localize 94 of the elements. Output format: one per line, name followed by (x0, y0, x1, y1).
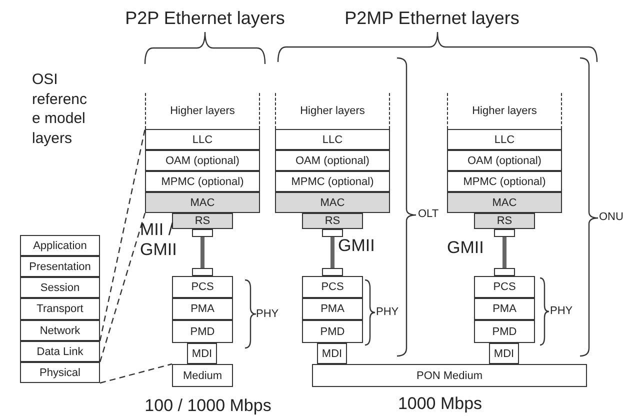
layer-label: RS (496, 215, 512, 227)
layer-box (447, 171, 562, 192)
layer-label: MDI (494, 348, 514, 360)
layer-box (145, 150, 260, 171)
layer-box (275, 129, 390, 150)
layer-label: Transport (36, 303, 84, 315)
layer-label: OAM (optional) (296, 154, 370, 166)
speed-label: 100 / 1000 Mbps (144, 396, 272, 416)
layer-box (302, 213, 363, 229)
brace-label: PHY (256, 308, 279, 320)
layer-label: MPMC (optional) (463, 176, 546, 188)
layer-box (302, 320, 363, 343)
dashed-line (99, 212, 146, 362)
layer-label: MAC (492, 196, 517, 208)
layer-box (447, 192, 562, 213)
layer-label: Higher layers (300, 105, 365, 117)
layer-label: LLC (494, 134, 515, 146)
layer-label: PMA (190, 303, 214, 315)
layer-label: Medium (182, 370, 222, 382)
layer-box (172, 320, 233, 343)
model-caption: OSI reference model layers (32, 70, 88, 148)
layer-box (275, 192, 390, 213)
layer-label: Data Link (36, 346, 84, 358)
interface-label: GMII (338, 236, 375, 256)
brace-label: PHY (376, 306, 399, 318)
layer-box (302, 298, 363, 320)
layer-label: PCS (321, 281, 344, 293)
layer-box (172, 298, 233, 320)
group-title: P2P Ethernet layers (125, 8, 285, 29)
brace-label: PHY (550, 305, 573, 317)
interface-connector (192, 229, 213, 276)
layer-label: PON Medium (416, 370, 483, 382)
layer-box (187, 343, 217, 364)
brace-label: ONU (599, 211, 624, 223)
layer-label: PCS (191, 281, 214, 293)
layer-box (489, 343, 519, 364)
osi-layer-box (20, 256, 100, 277)
interface-connector (494, 229, 515, 276)
osi-layer-box (20, 277, 100, 298)
layer-box (474, 213, 535, 229)
layer-box (317, 343, 347, 364)
layer-box (312, 364, 587, 387)
layer-label: OAM (optional) (468, 154, 542, 166)
interface-label: MII / GMII (140, 220, 178, 260)
osi-layer-box (20, 362, 100, 383)
osi-layer-box (20, 298, 100, 320)
layer-label: MAC (320, 196, 345, 208)
layer-box (302, 276, 363, 298)
osi-layer-box (20, 235, 100, 256)
layer-label: PMD (190, 326, 215, 338)
interface-connector (322, 229, 343, 276)
layer-label: PCS (493, 281, 516, 293)
layer-box (474, 276, 535, 298)
layer-box (474, 298, 535, 320)
layer-box (145, 192, 260, 213)
layer-label: PMD (320, 326, 345, 338)
layer-label: MDI (322, 348, 342, 360)
layer-label: Presentation (29, 260, 91, 272)
layer-label: Network (40, 324, 80, 336)
layer-box (172, 213, 233, 229)
dashed-line (99, 128, 146, 342)
layer-label: Session (40, 282, 80, 294)
layer-label: PMD (492, 326, 517, 338)
layer-box (172, 276, 233, 298)
layer-label: MPMC (optional) (161, 176, 244, 188)
layer-label: RS (324, 215, 340, 227)
layer-label: PMA (320, 303, 344, 315)
layer-box (172, 364, 233, 387)
layer-label: MPMC (optional) (291, 176, 374, 188)
osi-layer-box (20, 341, 100, 362)
layer-label: OAM (optional) (166, 154, 240, 166)
layer-label: MDI (192, 348, 212, 360)
dashed-line (100, 363, 172, 384)
layer-box (447, 129, 562, 150)
speed-label: 1000 Mbps (398, 394, 482, 414)
layer-label: RS (194, 215, 210, 227)
layer-label: Application (33, 240, 87, 252)
layer-box (275, 150, 390, 171)
layer-box (474, 320, 535, 343)
brace-label: OLT (418, 208, 439, 220)
interface-label: GMII (447, 238, 484, 258)
layer-label: PMA (492, 303, 516, 315)
layer-label: Higher layers (472, 105, 537, 117)
layer-box (275, 171, 390, 192)
layer-label: LLC (192, 134, 213, 146)
osi-layer-box (20, 320, 100, 341)
layer-label: Higher layers (170, 105, 235, 117)
layer-box (447, 150, 562, 171)
layer-box (145, 171, 260, 192)
layer-label: MAC (190, 196, 215, 208)
group-title: P2MP Ethernet layers (344, 8, 520, 29)
layer-label: Physical (40, 366, 80, 378)
layer-label: LLC (322, 134, 343, 146)
layer-box (145, 129, 260, 150)
